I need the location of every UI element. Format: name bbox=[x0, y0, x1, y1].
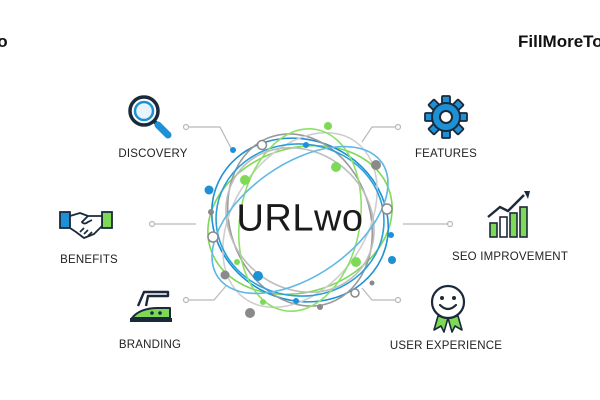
orbit-dot bbox=[253, 271, 263, 281]
center-title: URLwo bbox=[236, 197, 364, 240]
connector-node bbox=[394, 296, 402, 304]
discovery-label: DISCOVERY bbox=[118, 148, 188, 160]
orbit-dot bbox=[388, 232, 394, 238]
orbit-dot bbox=[245, 308, 255, 318]
connector-features bbox=[361, 126, 398, 143]
features-label: FEATURES bbox=[414, 148, 478, 160]
orbit-dot bbox=[230, 147, 236, 153]
orbit-ring bbox=[211, 145, 389, 295]
orbit-dot bbox=[369, 280, 375, 286]
orbit-dot bbox=[351, 257, 361, 267]
benefits-label: BENEFITS bbox=[60, 254, 118, 266]
magnifier-icon bbox=[122, 89, 178, 145]
orbit-dot bbox=[204, 185, 214, 195]
header-left-fragment: wo bbox=[0, 32, 8, 51]
orbit-dot bbox=[256, 139, 268, 151]
connector-branding bbox=[186, 285, 227, 301]
iron-icon bbox=[122, 278, 178, 334]
growth-chart-icon bbox=[482, 187, 538, 243]
orbit-dot bbox=[331, 162, 341, 172]
orbit-dot bbox=[207, 231, 219, 243]
connector-node bbox=[446, 220, 454, 228]
gear-icon bbox=[418, 89, 474, 145]
orbit-ring bbox=[237, 128, 363, 312]
orbit-dot bbox=[234, 259, 240, 265]
connector-node bbox=[182, 296, 190, 304]
branding-label: BRANDING bbox=[118, 339, 182, 351]
orbit-dot bbox=[388, 256, 396, 264]
orbit-dot bbox=[371, 160, 381, 170]
user-experience-label: USER EXPERIENCE bbox=[389, 340, 503, 352]
orbit-ring bbox=[207, 144, 393, 296]
orbit-dot bbox=[350, 288, 360, 298]
connector-node bbox=[394, 123, 402, 131]
header-brand: FillMoreTow bbox=[518, 32, 600, 51]
orbit-dot bbox=[293, 298, 299, 304]
orbit-dot bbox=[208, 209, 214, 215]
connector-node bbox=[182, 123, 190, 131]
orbit-dot bbox=[260, 299, 266, 305]
smiley-badge-icon bbox=[420, 278, 476, 334]
connector-node bbox=[148, 220, 156, 228]
orbit-dot bbox=[303, 142, 309, 148]
connector-discovery bbox=[186, 126, 233, 151]
orbit-dot bbox=[317, 304, 323, 310]
orbit-dot bbox=[240, 175, 250, 185]
orbit-dot bbox=[381, 203, 393, 215]
handshake-icon bbox=[58, 196, 114, 252]
orbit-dot bbox=[220, 270, 230, 280]
seo-improvement-label: SEO IMPROVEMENT bbox=[451, 251, 569, 263]
orbit-dot bbox=[324, 122, 332, 130]
connector-user-experience bbox=[361, 287, 398, 301]
